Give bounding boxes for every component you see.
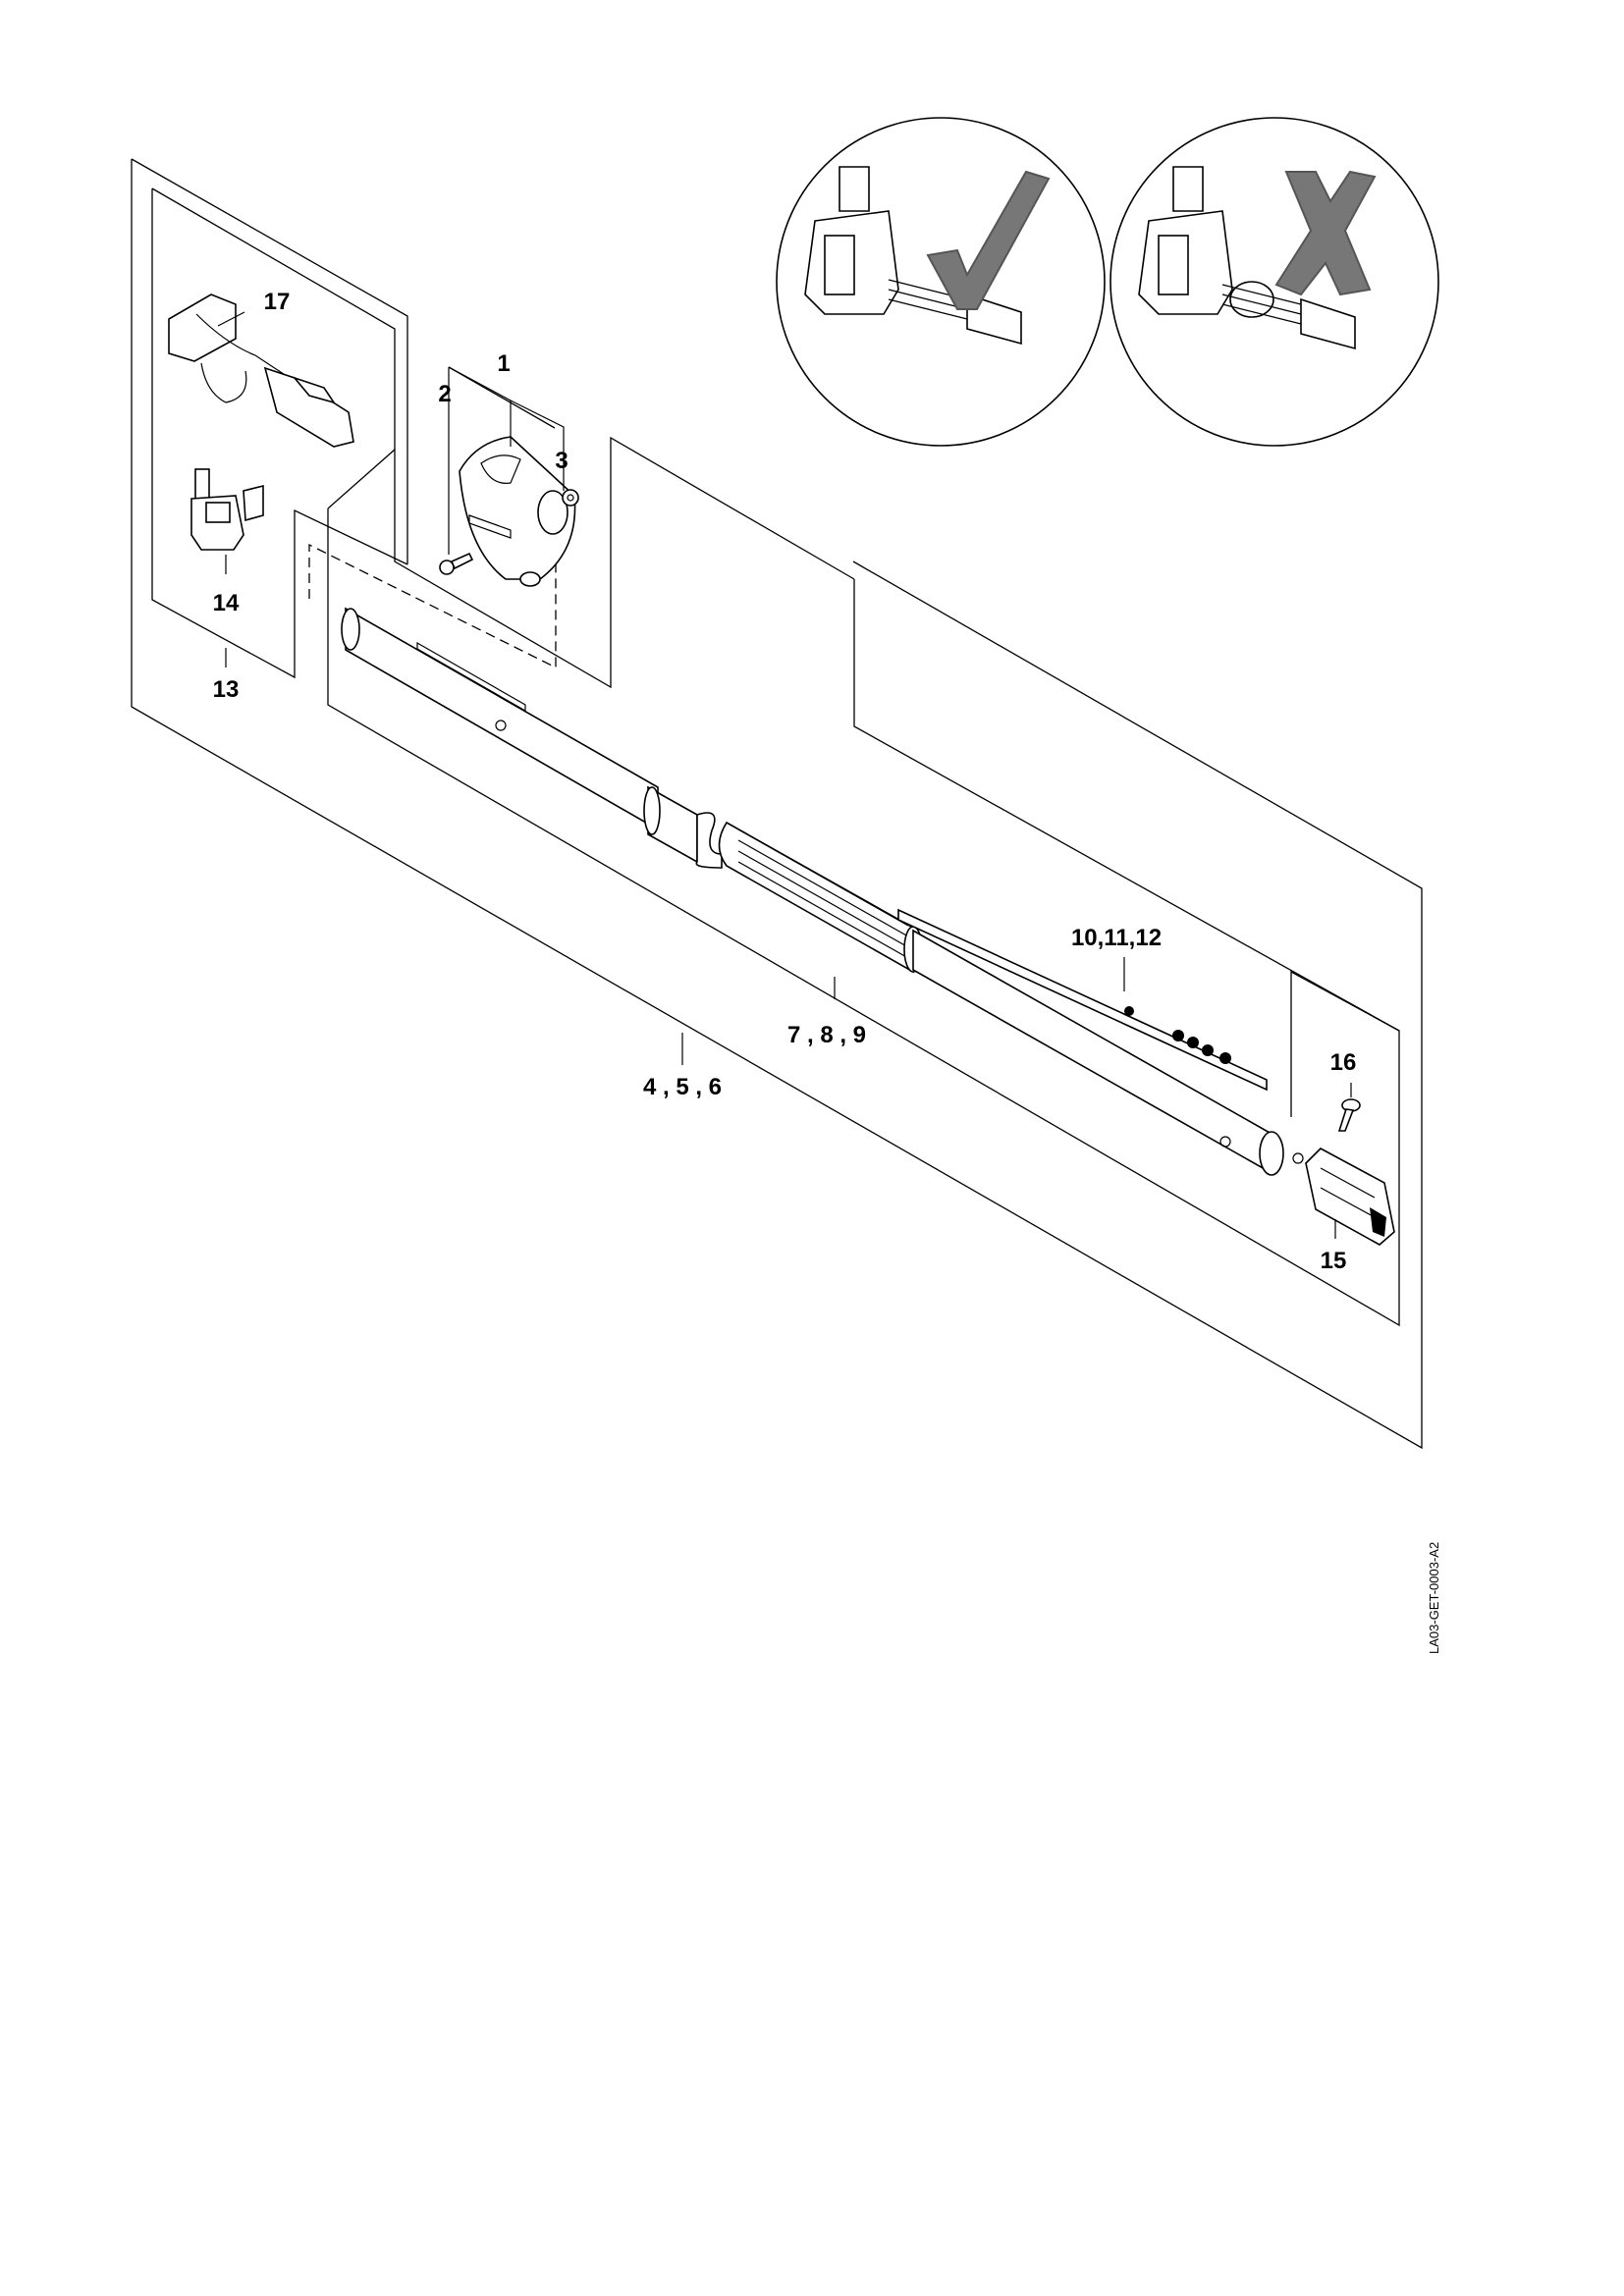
inset-correct-assembly bbox=[776, 117, 1106, 447]
assembly-guide-dashed bbox=[308, 537, 557, 669]
inset-wrong-assembly bbox=[1110, 117, 1439, 447]
leader-lines bbox=[217, 311, 1352, 1239]
label-part-10-11-12: 10,11,12 bbox=[1071, 925, 1162, 951]
label-part-1: 1 bbox=[497, 350, 510, 377]
screw-part bbox=[439, 552, 474, 575]
shaft-tube bbox=[341, 607, 1304, 1176]
label-part-4-5-6: 4 , 5 , 6 bbox=[643, 1074, 722, 1100]
label-part-17: 17 bbox=[264, 289, 291, 315]
wiring-harness bbox=[168, 294, 354, 448]
label-part-15: 15 bbox=[1321, 1248, 1347, 1274]
label-part-16: 16 bbox=[1330, 1049, 1357, 1076]
label-part-2: 2 bbox=[438, 381, 451, 407]
label-decal bbox=[897, 908, 1268, 1092]
frame-13 bbox=[151, 187, 408, 679]
check-mark-icon bbox=[926, 170, 1051, 310]
label-part-13: 13 bbox=[213, 676, 240, 703]
label-part-3: 3 bbox=[555, 448, 568, 474]
handle-housing bbox=[459, 436, 576, 587]
cross-mark-icon bbox=[1274, 170, 1377, 296]
nut-part bbox=[562, 489, 579, 507]
end-cap-part bbox=[1305, 1148, 1395, 1246]
label-part-7-8-9: 7 , 8 , 9 bbox=[787, 1022, 866, 1048]
frame-7-8-9 bbox=[327, 436, 1400, 1327]
part-labels: 1 2 3 17 14 13 4 , 5 , 6 7 , 8 , 9 10,11… bbox=[213, 289, 1357, 1274]
frame-15-16 bbox=[1290, 970, 1400, 1117]
drawing-reference-code: LA03-GET-0003-A2 bbox=[1427, 1542, 1441, 1654]
outer-frame-4-5-6 bbox=[131, 158, 1423, 1450]
screw-part-16 bbox=[1337, 1098, 1361, 1132]
label-part-14: 14 bbox=[213, 590, 240, 616]
switch-part bbox=[190, 468, 264, 551]
